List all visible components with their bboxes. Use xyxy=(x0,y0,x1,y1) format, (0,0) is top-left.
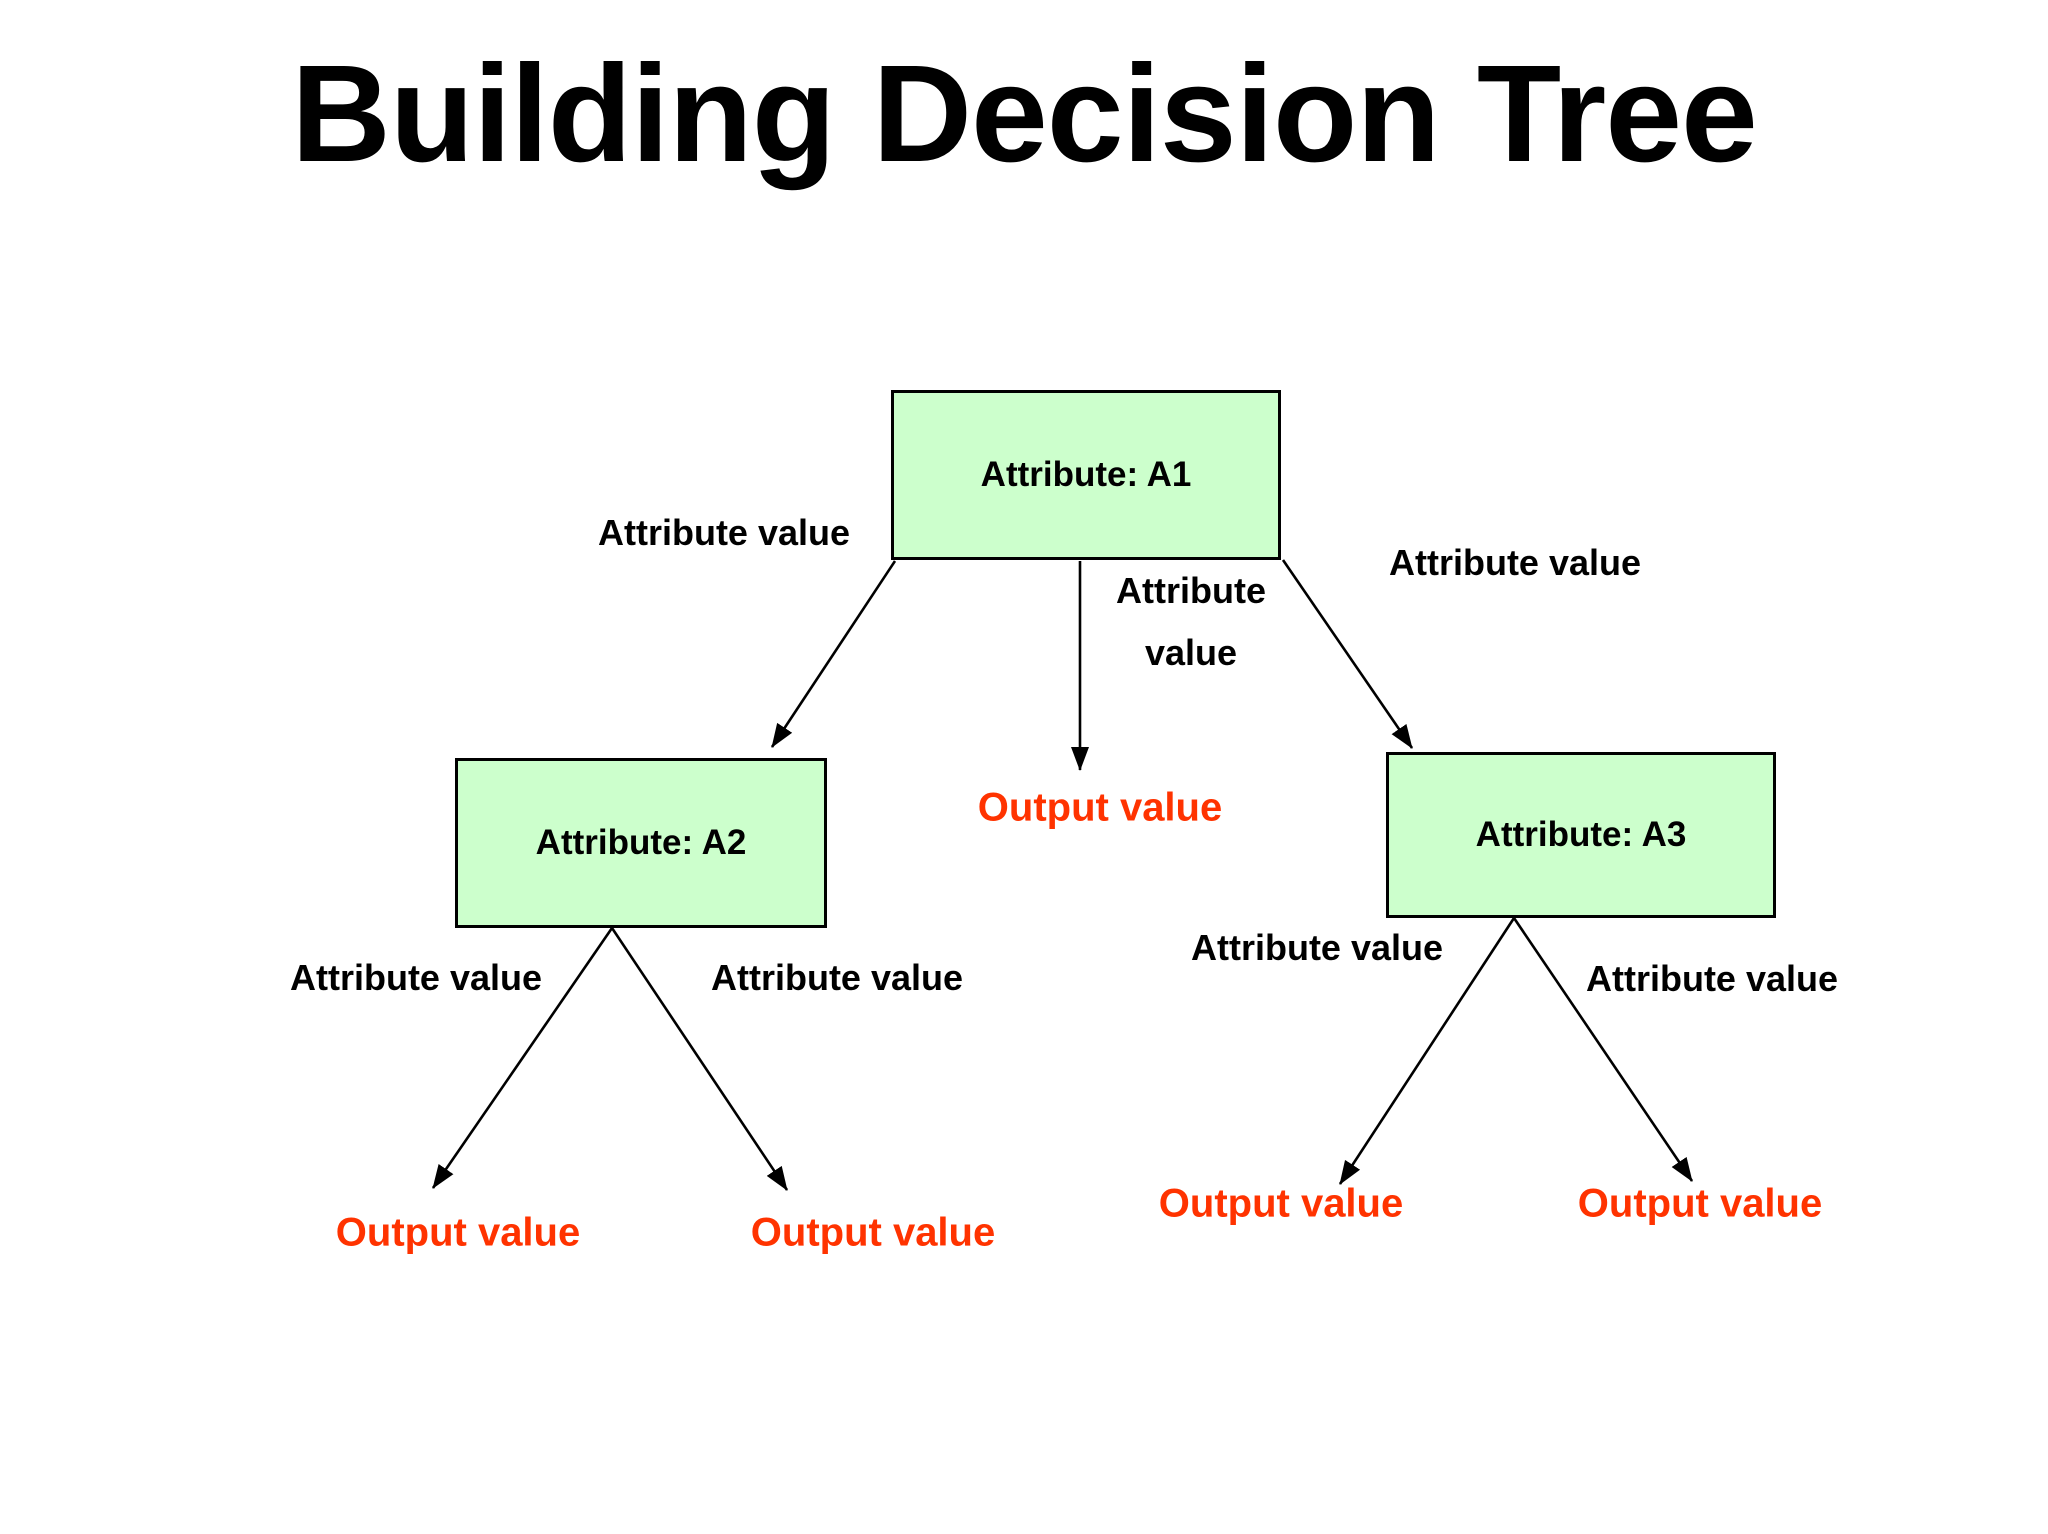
edge-label-a1-middle-line2: value xyxy=(1144,632,1238,673)
leaf-output-a1-middle: Output value xyxy=(977,785,1223,830)
edge-a3-to-left-leaf xyxy=(1338,917,1516,1185)
edge-label-a1-right: Attribute value xyxy=(1388,542,1642,583)
edge-a3-to-right-leaf xyxy=(1512,917,1694,1182)
node-attribute-a1: Attribute: A1 xyxy=(891,390,1281,560)
edge-a2-to-right-leaf xyxy=(610,927,789,1191)
edge-label-a1-left: Attribute value xyxy=(597,512,851,553)
edge-label-a1-middle: Attribute value xyxy=(1116,560,1266,684)
edge-a1-to-a2 xyxy=(770,560,897,748)
leaf-output-a2-right: Output value xyxy=(750,1210,996,1255)
edge-label-a2-left: Attribute value xyxy=(289,957,543,998)
leaf-output-a3-right: Output value xyxy=(1577,1181,1823,1226)
leaf-output-a3-left: Output value xyxy=(1158,1181,1404,1226)
edge-label-a1-middle-line1: Attribute xyxy=(1116,570,1266,611)
edge-a2-to-left-leaf xyxy=(431,927,614,1189)
edge-label-a2-right: Attribute value xyxy=(710,957,964,998)
edge-a1-to-a3 xyxy=(1281,559,1414,749)
node-attribute-a2: Attribute: A2 xyxy=(455,758,827,928)
edge-label-a3-right: Attribute value xyxy=(1585,958,1839,999)
slide-title: Building Decision Tree xyxy=(291,37,1758,191)
edge-label-a3-left: Attribute value xyxy=(1190,927,1444,968)
leaf-output-a2-left: Output value xyxy=(335,1210,581,1255)
node-attribute-a3: Attribute: A3 xyxy=(1386,752,1776,918)
